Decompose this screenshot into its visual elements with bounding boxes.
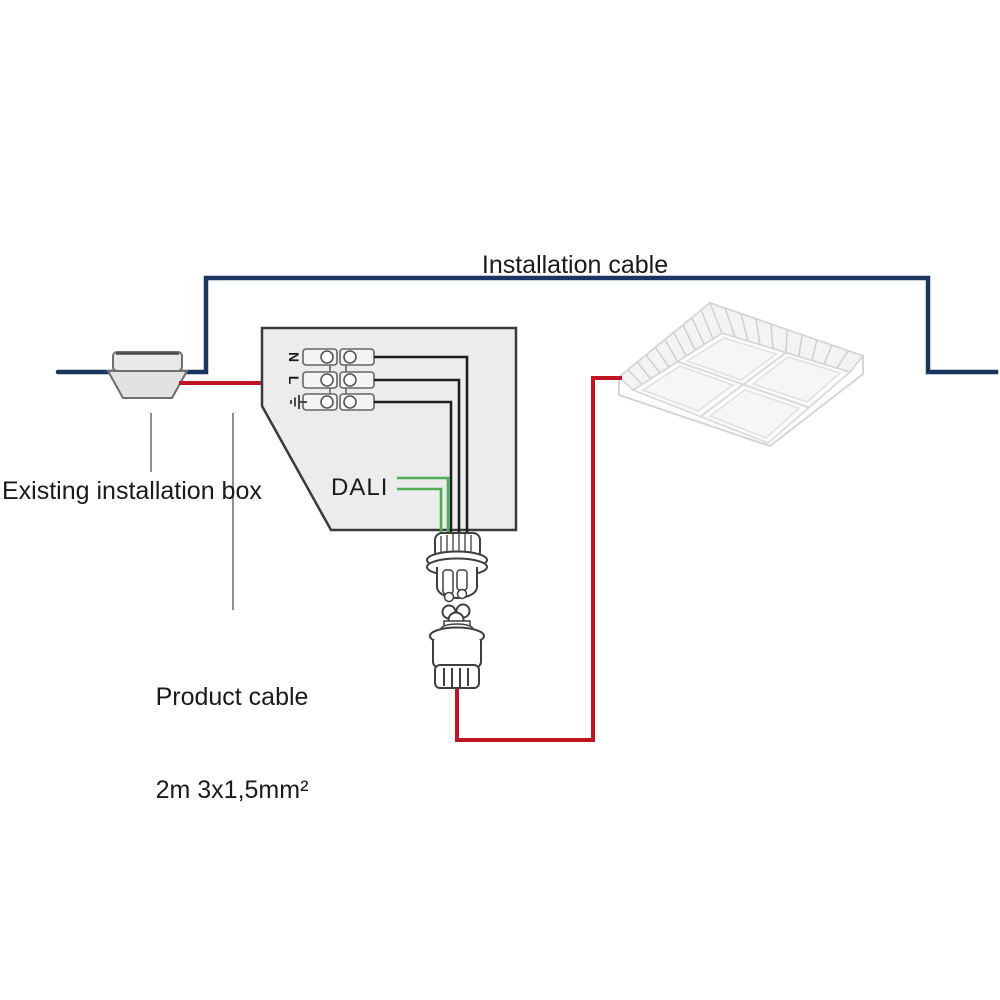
luminaire xyxy=(617,301,865,448)
socket-gland-ribs xyxy=(443,668,469,687)
wire-n xyxy=(374,355,469,545)
wire-l xyxy=(374,378,461,545)
existing-installation-box-label: Existing installation box xyxy=(2,477,262,505)
installation-box xyxy=(106,351,189,399)
terminal-row-l xyxy=(302,371,375,389)
terminal-wires xyxy=(374,355,469,545)
product-cable-label-line2: 2m 3x1,5mm² xyxy=(155,776,309,804)
terminal-screw xyxy=(320,373,334,387)
product-cable-path xyxy=(455,376,622,742)
luminaire-heatsink-fins xyxy=(617,301,865,391)
terminal-screw xyxy=(320,350,334,364)
terminal-row-pe xyxy=(302,393,375,411)
dali-connector-socket xyxy=(429,603,485,689)
fin-lines-right xyxy=(724,307,849,369)
installation-cable-label: Installation cable xyxy=(481,251,669,279)
dali-line-1 xyxy=(397,476,450,540)
terminal-label-n: N xyxy=(286,352,302,362)
installation-box-body xyxy=(106,370,189,399)
dali-line-2 xyxy=(397,487,443,540)
luminaire-grid-line xyxy=(677,360,810,409)
terminal-block: N L xyxy=(286,348,375,411)
terminal-screw xyxy=(320,395,334,409)
plug-pin xyxy=(442,569,454,595)
luminaire-reflector-cell xyxy=(641,365,735,412)
installation-cable-path xyxy=(55,275,999,375)
wire-pe xyxy=(374,400,453,545)
plug-pin xyxy=(456,569,468,591)
product-cable-label-line1: Product cable xyxy=(155,683,309,711)
installation-box-lid xyxy=(112,351,183,372)
product-cable-label: Product cable 2m 3x1,5mm² xyxy=(122,620,342,868)
terminal-screw xyxy=(343,395,357,409)
plug-pin-tip xyxy=(456,588,468,600)
terminal-row-n xyxy=(302,348,375,366)
fin-lines-left xyxy=(627,309,714,385)
plug-pin-tip xyxy=(443,591,455,603)
terminal-screw xyxy=(343,373,357,387)
luminaire-reflector-cell xyxy=(685,337,778,381)
leader-lines xyxy=(150,413,234,610)
terminal-label-l: L xyxy=(286,376,302,385)
luminaire-reflector-cell xyxy=(708,389,801,439)
dali-connector-plug xyxy=(426,532,488,603)
earth-ground-icon xyxy=(290,395,307,409)
luminaire-reflector-cell xyxy=(751,356,842,403)
terminal-screw xyxy=(343,350,357,364)
dali-label: DALI xyxy=(331,474,389,501)
socket-gland-nut xyxy=(434,664,480,689)
dali-lines xyxy=(397,476,450,540)
installation-cable-main-segment xyxy=(180,275,999,375)
